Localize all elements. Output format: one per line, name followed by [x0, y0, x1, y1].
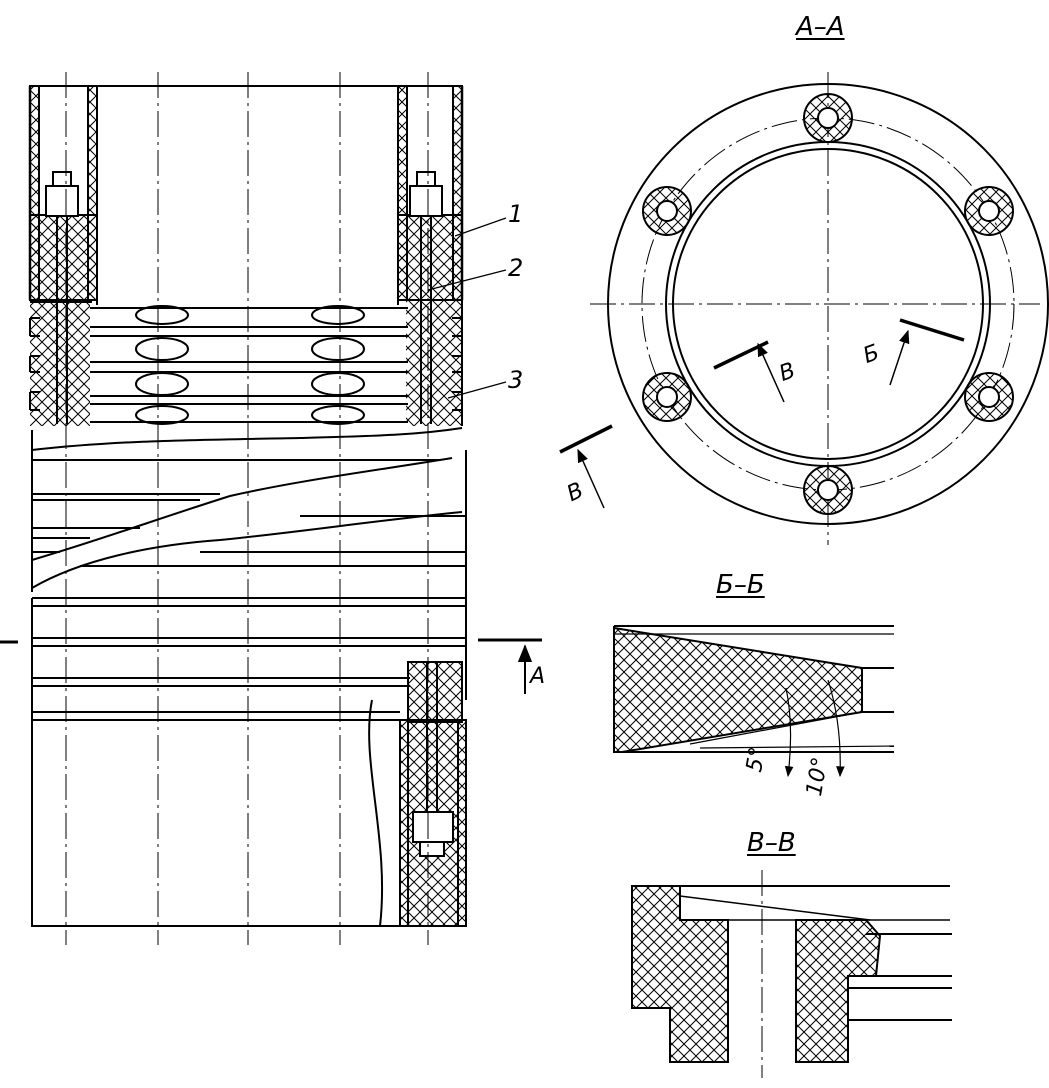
- section-vv-view: [631, 870, 952, 1078]
- section-vv-title: В–В: [747, 828, 796, 858]
- main-view: [0, 72, 542, 945]
- callout-3: 3: [508, 366, 524, 394]
- section-aa-view: [559, 72, 1049, 545]
- callout-2: 2: [508, 254, 524, 282]
- cut-letter-a: А: [530, 664, 546, 689]
- section-bb-title: Б–Б: [716, 570, 765, 600]
- callout-1: 1: [508, 200, 524, 228]
- section-bb-view: [613, 625, 895, 778]
- angle-5: 5°: [742, 745, 771, 774]
- section-aa-title: А–А: [796, 12, 845, 42]
